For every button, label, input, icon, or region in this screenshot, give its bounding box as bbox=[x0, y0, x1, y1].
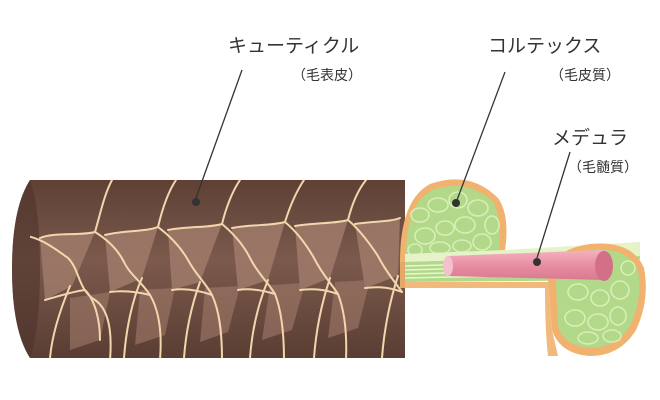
label-cuticle: キューティクル bbox=[228, 35, 359, 57]
medulla-end bbox=[595, 251, 613, 281]
leader-cortex bbox=[457, 72, 505, 200]
cut-section bbox=[400, 179, 646, 356]
leader-dot-medulla bbox=[533, 258, 541, 266]
leader-dot-cuticle bbox=[192, 198, 200, 206]
leader-dot-cortex bbox=[452, 199, 460, 207]
hair-shaft bbox=[10, 180, 405, 360]
leader-cuticle bbox=[196, 70, 242, 198]
medulla-back-end bbox=[443, 256, 453, 276]
hair-end-cap bbox=[12, 180, 40, 358]
label-cuticle-sub: （毛表皮） bbox=[292, 68, 362, 84]
label-medulla-sub: （毛髄質） bbox=[568, 160, 638, 176]
leader-medulla bbox=[537, 152, 570, 258]
label-cortex-sub: （毛皮質） bbox=[550, 68, 620, 84]
label-medulla: メデュラ bbox=[552, 127, 628, 149]
label-cortex: コルテックス bbox=[488, 35, 601, 57]
